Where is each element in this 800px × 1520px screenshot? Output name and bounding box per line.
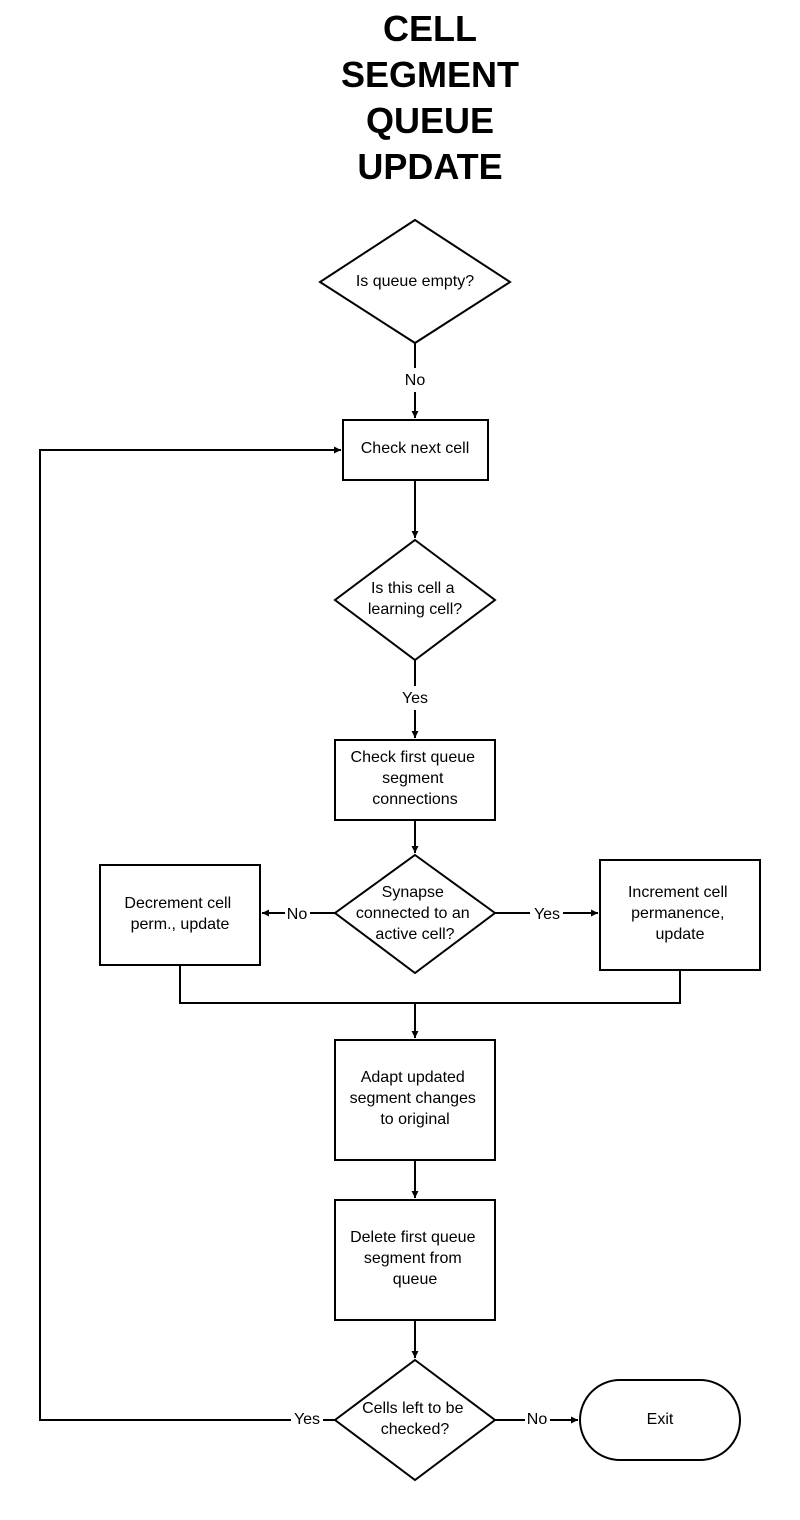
decision-queue-empty: Is queue empty? xyxy=(318,218,512,345)
title-line: CELL xyxy=(383,8,477,49)
decision-cells-left-text: Cells left to be checked? xyxy=(362,1400,468,1438)
title-line: SEGMENT xyxy=(340,54,519,95)
process-delete-first-queue: Delete first queue segment from queue xyxy=(334,1199,496,1321)
process-adapt-segment-text: Adapt updated segment changes to origina… xyxy=(350,1069,481,1128)
edge-yes-loop-to-check-next xyxy=(39,446,341,1421)
title-line: QUEUE xyxy=(365,100,495,141)
edge-decrement-to-merge xyxy=(179,965,415,1004)
edge-label-learning-cell-yes: Yes xyxy=(402,690,428,707)
title-line: UPDATE xyxy=(357,146,503,187)
edges xyxy=(39,343,681,1424)
process-check-first-queue-text: Check first queue segment connections xyxy=(351,749,480,808)
terminal-exit: Exit xyxy=(579,1379,741,1461)
process-decrement-cell: Decrement cell perm., update xyxy=(99,864,261,966)
edge-label-queue-empty-no: No xyxy=(405,372,426,389)
decision-synapse-connected-text: Synapse connected to an active cell? xyxy=(356,884,474,943)
decision-cells-left: Cells left to be checked? xyxy=(333,1358,497,1482)
edge-label-cells-left-no: No xyxy=(527,1411,548,1428)
edge-label-synapse-yes: Yes xyxy=(534,906,560,923)
decision-learning-cell: Is this cell a learning cell? xyxy=(333,538,497,662)
process-check-first-queue: Check first queue segment connections xyxy=(334,739,496,821)
process-delete-first-queue-text: Delete first queue segment from queue xyxy=(350,1229,480,1288)
process-increment-cell: Increment cell permanence, update xyxy=(599,859,761,971)
decision-learning-cell-text: Is this cell a learning cell? xyxy=(368,580,462,618)
process-increment-cell-text: Increment cell permanence, update xyxy=(628,884,732,943)
terminal-exit-text: Exit xyxy=(647,1411,674,1428)
edge-increment-to-merge xyxy=(415,970,681,1004)
decision-queue-empty-text: Is queue empty? xyxy=(356,273,474,290)
diagram-title: CELL SEGMENT QUEUE UPDATE xyxy=(230,6,630,190)
process-decrement-cell-text: Decrement cell perm., update xyxy=(124,895,235,933)
process-check-next-cell-text: Check next cell xyxy=(361,440,470,457)
edge-labels: No Yes No Yes Yes No xyxy=(287,372,560,1428)
edge-label-cells-left-yes: Yes xyxy=(294,1411,320,1428)
process-check-next-cell: Check next cell xyxy=(342,419,489,481)
process-adapt-segment: Adapt updated segment changes to origina… xyxy=(334,1039,496,1161)
edge-label-synapse-no: No xyxy=(287,906,308,923)
decision-synapse-connected: Synapse connected to an active cell? xyxy=(333,853,497,975)
